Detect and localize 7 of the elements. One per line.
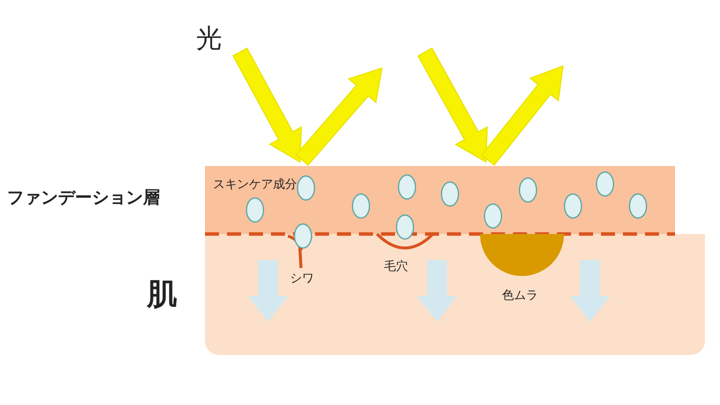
light-label: 光 [196,26,222,52]
pore-label: 毛穴 [384,260,408,272]
ingredient-label: スキンケア成分 [213,178,297,190]
skin-label: 肌 [147,280,177,310]
color-spot-label: 色ムラ [502,289,538,301]
wrinkle-label: シワ [290,272,314,284]
layer-label: ファンデーション層 [7,190,160,207]
